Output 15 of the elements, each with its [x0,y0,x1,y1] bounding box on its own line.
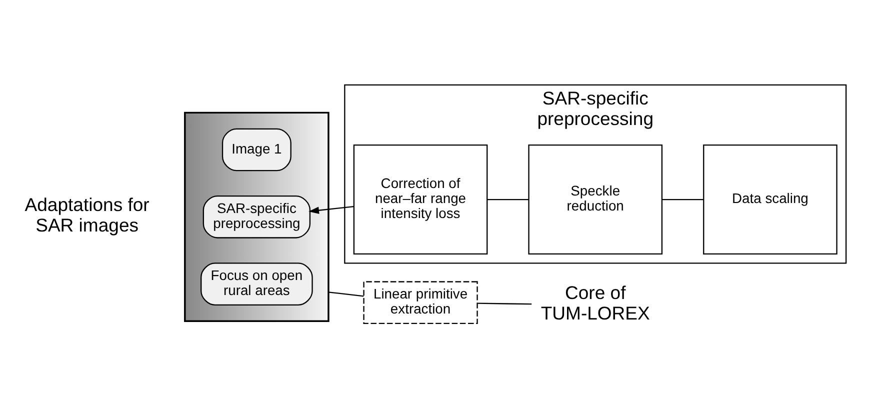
node-box: Focus on open rural areas [200,262,312,305]
arrow [308,206,354,214]
node-box: Image 1 [221,128,291,171]
node-text: Core of TUM-LOREX [540,281,650,324]
node-box: Linear primitive extraction [362,280,478,324]
connector [486,198,528,200]
cluster [184,111,329,322]
connector [477,302,532,304]
connector [328,291,364,296]
node-label: Adaptations for SAR images [24,193,149,236]
node-box: Correction of near–far range intensity loss [352,144,488,254]
node-box: Data scaling [702,144,837,254]
connector [662,198,704,200]
node-box: Speckle reduction [528,144,662,254]
node-box: SAR-specific preprocessing [202,194,310,238]
